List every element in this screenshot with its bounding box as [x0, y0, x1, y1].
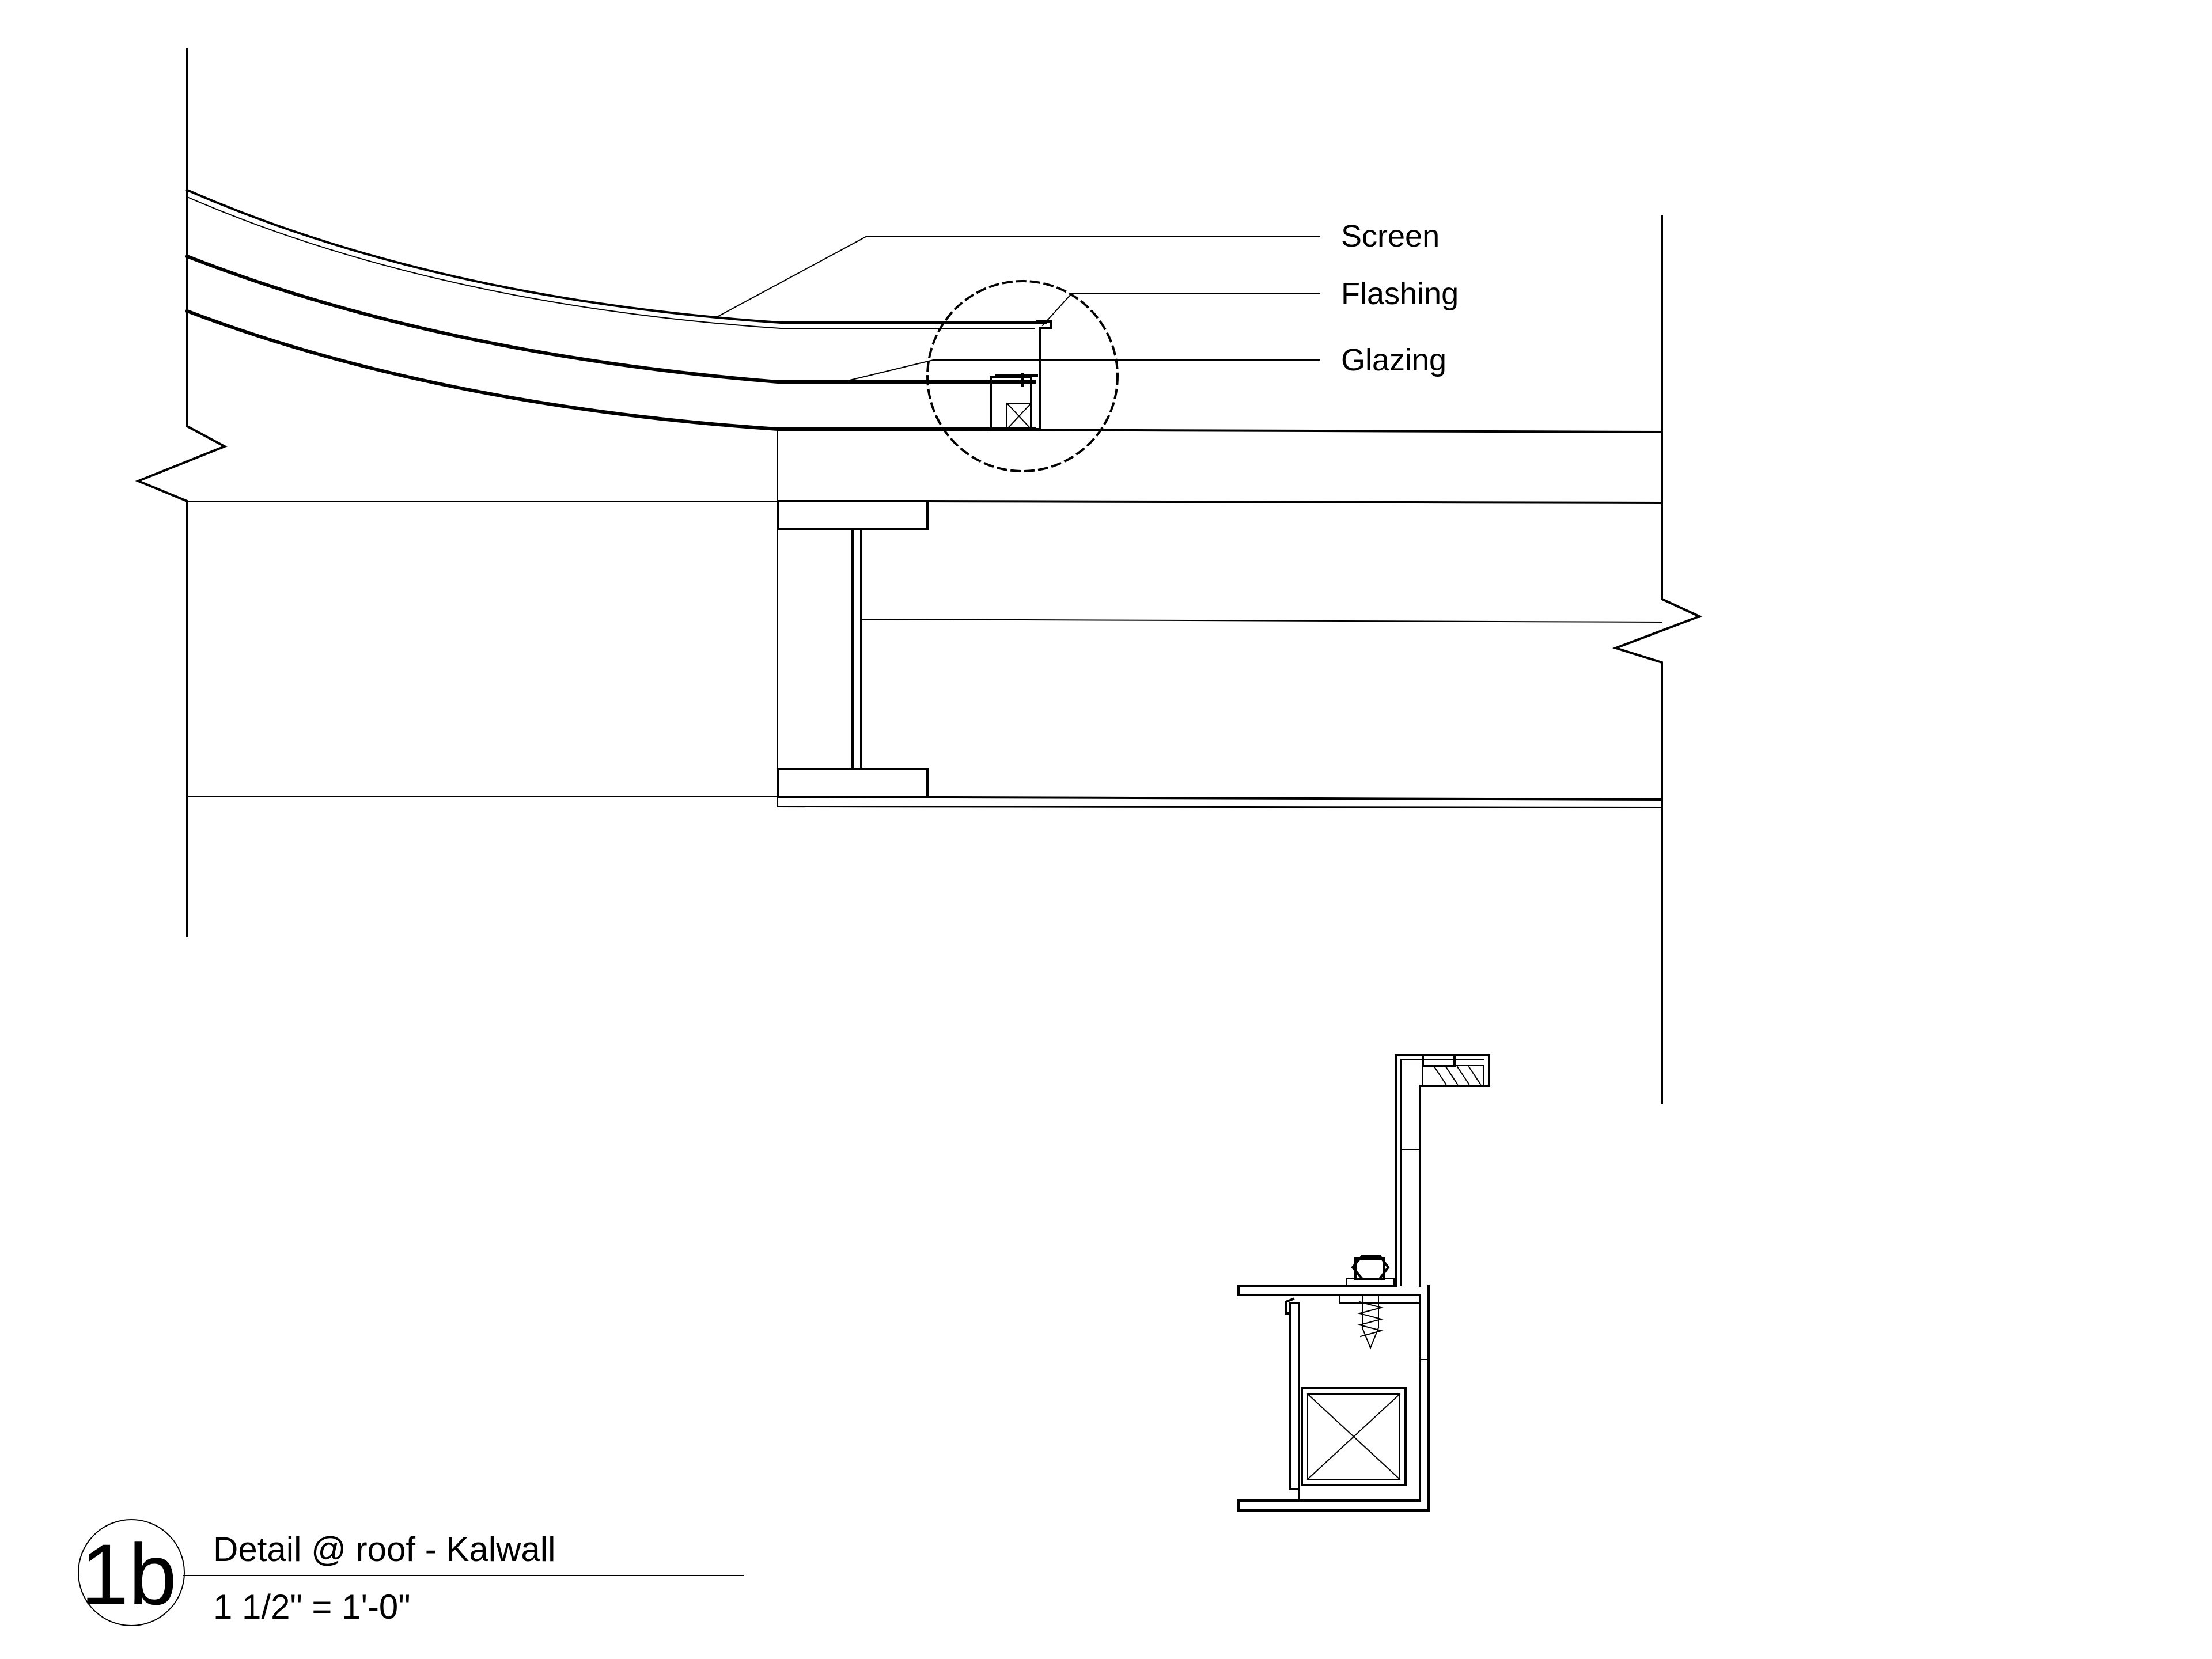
fastener-screw — [1346, 1255, 1395, 1350]
steel-i-beam — [777, 500, 929, 798]
joist-center-line — [860, 618, 1663, 623]
screen-label: Screen — [1341, 219, 1440, 253]
curb-small — [990, 320, 1052, 431]
detail-scale: 1 1/2" = 1'-0" — [213, 1588, 411, 1626]
roof-deck — [187, 427, 1664, 807]
ceiling-line-right — [776, 795, 1664, 801]
ceiling-finish-line — [777, 805, 1663, 809]
curved-glazing-top — [185, 254, 1036, 384]
enlarged-curb-detail — [1237, 1054, 1490, 1512]
screen-leader — [716, 236, 1320, 318]
flashing-leader — [1041, 293, 1320, 327]
detail-callout-circle — [926, 280, 1119, 472]
left-wall-break-line — [135, 48, 228, 937]
detail-number-circle — [78, 1519, 185, 1626]
curved-screen-inner — [186, 196, 1035, 329]
flashing-label: Flashing — [1341, 276, 1459, 311]
main-section — [135, 48, 1703, 1104]
title-block: 1b Detail @ roof - Kalwall 1 1/2" = 1'-0… — [78, 1519, 744, 1626]
right-wall-break-line — [1612, 215, 1703, 1104]
detail-title: Detail @ roof - Kalwall — [213, 1530, 555, 1569]
flashing-cap — [1422, 1065, 1484, 1086]
curved-screen — [185, 188, 1047, 324]
wood-blocking — [1301, 1387, 1407, 1486]
detail-number: 1b — [81, 1526, 177, 1623]
glazing-leader — [849, 359, 1320, 381]
glazing-label: Glazing — [1341, 343, 1446, 377]
curved-glazing-bottom — [185, 309, 1036, 431]
